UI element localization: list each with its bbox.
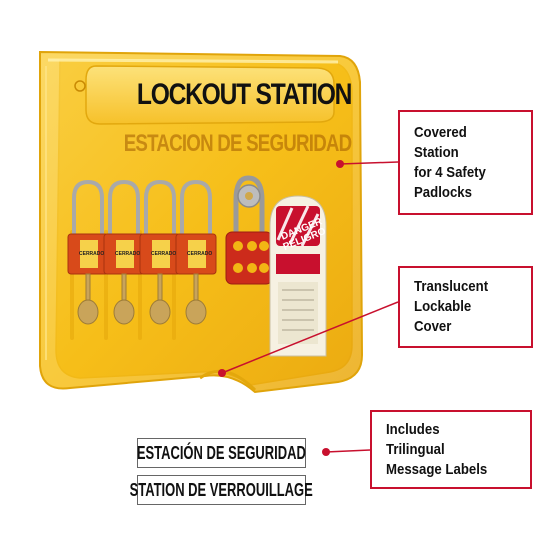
callout-text-1: Covered Station for 4 Safety Padlocks	[414, 123, 486, 201]
callout-dot-1	[336, 160, 344, 168]
padlocks	[67, 179, 217, 325]
header-title: LOCKOUT STATION	[136, 78, 353, 111]
callout-trilingual-labels: Includes Trilingual Message Labels	[370, 410, 532, 489]
callout-dot-3	[322, 448, 330, 456]
leader-lines	[221, 161, 399, 453]
message-label-spanish: ESTACIÓN DE SEGURIDAD	[137, 438, 306, 468]
padlock-label-2: CERRADO	[115, 251, 141, 257]
danger-tag	[269, 195, 327, 357]
callout-covered-station: Covered Station for 4 Safety Padlocks	[398, 110, 533, 215]
callout-text-2: Translucent Lockable Cover	[414, 278, 489, 335]
padlock-label-3: CERRADO	[151, 251, 177, 257]
lockout-hasp	[225, 175, 273, 285]
message-label-text-2: STATION DE VERROUILLAGE	[129, 479, 314, 500]
header-subtitle: ESTACION DE SEGURIDAD	[123, 130, 352, 157]
header-panel	[85, 65, 335, 125]
callout-text-3: Includes Trilingual Message Labels	[386, 420, 488, 478]
padlock-label-1: CERRADO	[79, 251, 105, 257]
callout-translucent-cover: Translucent Lockable Cover	[398, 266, 533, 348]
message-label-text-1: ESTACIÓN DE SEGURIDAD	[137, 442, 306, 463]
message-label-french: STATION DE VERROUILLAGE	[130, 475, 313, 505]
padlock-label-4: CERRADO	[187, 251, 213, 257]
